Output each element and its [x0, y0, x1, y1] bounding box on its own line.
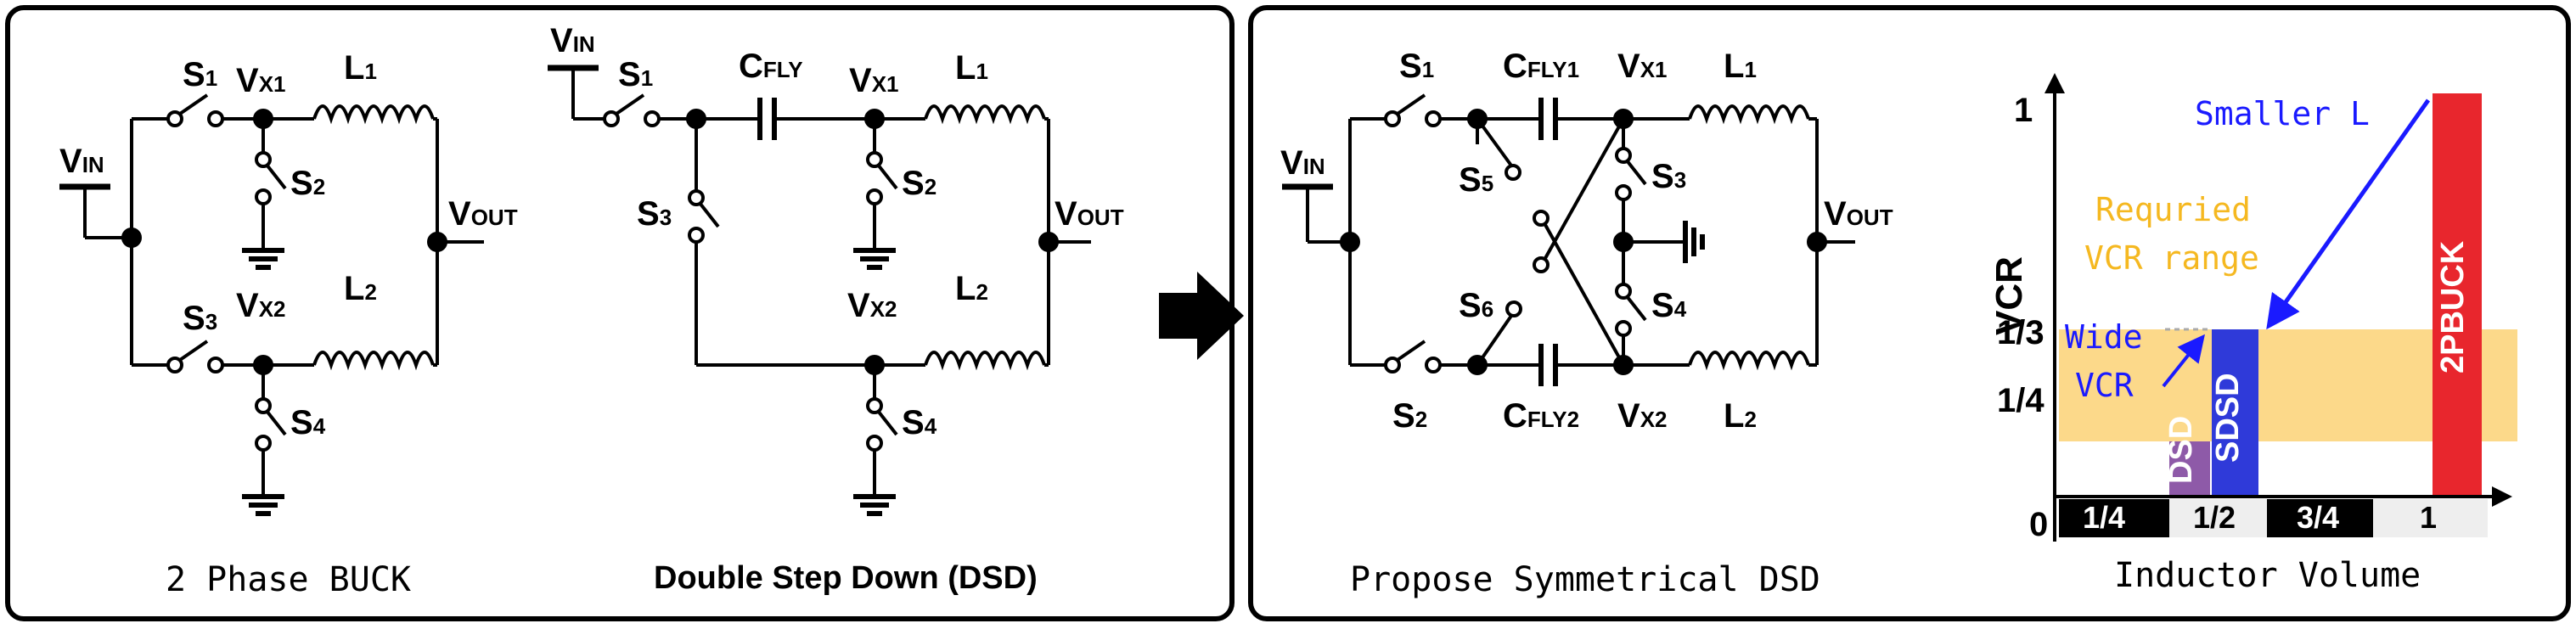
x-tick-3-4: 3/4 [2297, 500, 2340, 535]
required-range-label-2: VCR range [2084, 239, 2259, 277]
sdsd-s3-label: S3 [1651, 158, 1687, 195]
bar-label-2pbuck: 2PBUCK [2435, 240, 2471, 373]
bar-sdsd [2212, 329, 2258, 497]
x-tick-cell-3 [2267, 499, 2373, 537]
wide-label: Wide [2065, 318, 2143, 356]
y-tick-1: 1 [2014, 92, 2033, 129]
chart-x-axis-label: Inductor Volume [2114, 556, 2421, 595]
y-tick-0: 0 [2029, 506, 2049, 543]
sdsd-l1-label: L1 [1724, 48, 1757, 85]
vcr-label: VCR [2075, 367, 2134, 404]
buck-vx2-label: VX2 [236, 287, 286, 324]
caption-2-phase-buck: 2 Phase BUCK [166, 560, 411, 599]
x-tick-cell-1 [2059, 499, 2169, 537]
sdsd-vx1-label: VX1 [1617, 48, 1668, 85]
x-tick-1: 1 [2420, 500, 2438, 535]
sdsd-circuit [1282, 93, 1855, 386]
dsd-vout-label: VOUT [1055, 195, 1124, 233]
dsd-s4-label: S4 [902, 404, 937, 441]
sdsd-l2-label: L2 [1724, 397, 1757, 435]
required-range-label-1: Requried [2095, 191, 2252, 228]
dsd-cfly-label: CFLY [739, 48, 803, 85]
sdsd-vx2-label: VX2 [1617, 397, 1668, 435]
dsd-l2-label: L2 [955, 270, 988, 307]
sdsd-s5-label: S5 [1459, 161, 1494, 199]
sdsd-s1-label: S1 [1399, 48, 1435, 85]
bar-2pbuck [2433, 93, 2482, 497]
sdsd-s4-label: S4 [1651, 287, 1687, 324]
buck-circuit [59, 93, 484, 516]
next-arrow-icon [1159, 272, 1244, 360]
smaller-l-label: Smaller L [2195, 95, 2370, 132]
dsd-l1-label: L1 [955, 49, 988, 87]
bar-label-sdsd: SDSD [2210, 373, 2246, 463]
buck-vx1-label: VX1 [236, 62, 286, 99]
x-tick-cell-2 [2169, 499, 2267, 537]
wide-vcr-arrow [2162, 334, 2205, 388]
dsd-s1-label: S1 [618, 56, 654, 93]
y-tick-1-3: 1/3 [1997, 314, 2044, 351]
buck-l2-label: L2 [344, 270, 377, 307]
buck-s3-label: S3 [183, 300, 218, 337]
sdsd-vin-label: VIN [1280, 144, 1325, 182]
dsd-s2-label: S2 [902, 165, 937, 202]
bar-label-dsd: DSD [2163, 415, 2199, 484]
caption-dsd: Double Step Down (DSD) [654, 560, 1038, 596]
x-tick-1-2: 1/2 [2193, 500, 2236, 535]
buck-vout-label: VOUT [448, 195, 518, 233]
dsd-s3-label: S3 [637, 195, 672, 233]
sdsd-s2-label: S2 [1392, 397, 1428, 435]
dsd-vx2-label: VX2 [847, 287, 897, 324]
bar-dsd [2169, 441, 2210, 497]
dsd-vin-label: VIN [550, 22, 595, 59]
buck-l1-label: L1 [344, 49, 377, 87]
dsd-circuit [548, 65, 1091, 516]
sdsd-cfly1-label: CFLY1 [1503, 48, 1580, 85]
x-tick-cell-4 [2373, 499, 2488, 537]
buck-vin-label: VIN [59, 143, 104, 180]
caption-proposed-sdsd: Propose Symmetrical DSD [1350, 560, 1820, 599]
sdsd-cfly2-label: CFLY2 [1503, 397, 1580, 435]
x-tick-1-4: 1/4 [2083, 500, 2126, 535]
smaller-l-arrow [2266, 98, 2431, 330]
left-panel [5, 5, 1235, 621]
buck-s4-label: S4 [290, 404, 326, 441]
y-tick-1-4: 1/4 [1997, 382, 2044, 419]
buck-s1-label: S1 [183, 56, 218, 93]
sdsd-vout-label: VOUT [1824, 195, 1893, 233]
buck-s2-label: S2 [290, 165, 326, 202]
sdsd-s6-label: S6 [1459, 287, 1494, 324]
dsd-vx1-label: VX1 [849, 62, 899, 99]
vcr-chart [2044, 73, 2517, 542]
